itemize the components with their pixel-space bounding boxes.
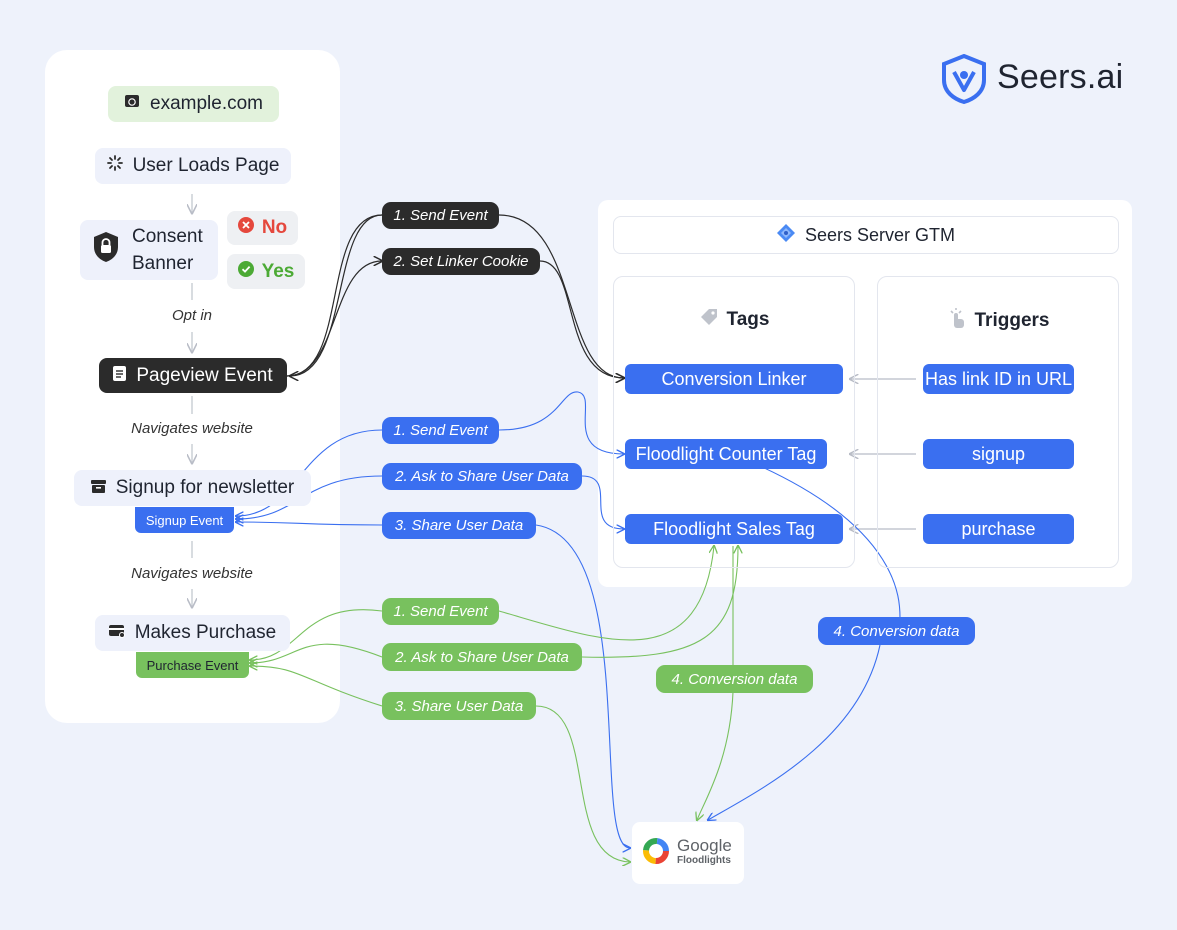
pointer-icon [947, 307, 967, 335]
blue-share-data-pill: 3. Share User Data [382, 512, 536, 539]
google-ring-icon [642, 837, 670, 870]
document-icon [113, 365, 127, 387]
user-loads-node: User Loads Page [95, 148, 291, 184]
triggers-column [877, 276, 1119, 568]
credit-card-icon [108, 622, 125, 644]
signup-node: Signup for newsletter [74, 470, 311, 506]
site-badge: example.com [108, 86, 279, 122]
blue-send-event-pill: 1. Send Event [382, 417, 499, 444]
blue-ask-share-pill: 2. Ask to Share User Data [382, 463, 582, 490]
pageview-event-node: Pageview Event [99, 358, 287, 393]
purchase-label: Makes Purchase [134, 622, 277, 643]
dark-set-linker-pill: 2. Set Linker Cookie [382, 248, 540, 275]
tags-header: Tags [613, 307, 855, 333]
tag-floodlight-sales[interactable]: Floodlight Sales Tag [625, 514, 843, 544]
consent-banner-node: Consent Banner [80, 220, 218, 280]
consent-label-1: Consent [132, 226, 203, 247]
google-floodlights-node: Google Floodlights [632, 822, 744, 884]
pageview-label: Pageview Event [136, 364, 273, 386]
google-name: Google [677, 836, 732, 855]
browser-icon [124, 93, 140, 115]
gtm-title: Seers Server GTM [804, 224, 956, 245]
dark-send-event-pill: 1. Send Event [382, 202, 499, 229]
site-label: example.com [150, 93, 263, 114]
navigates-label-1: Navigates website [131, 420, 253, 437]
yes-label: Yes [261, 260, 295, 282]
shield-icon [940, 53, 990, 105]
blue-conversion-pill: 4. Conversion data [818, 617, 975, 645]
gtm-header: Seers Server GTM [613, 216, 1119, 254]
lock-shield-icon [92, 231, 120, 269]
inbox-icon [90, 477, 106, 499]
check-circle-icon [237, 260, 254, 283]
trigger-purchase[interactable]: purchase [923, 514, 1074, 544]
gtm-diamond-icon [776, 223, 795, 247]
no-label: No [261, 217, 288, 238]
navigates-label-2: Navigates website [131, 565, 253, 582]
tag-floodlight-counter[interactable]: Floodlight Counter Tag [625, 439, 827, 469]
consent-no-option[interactable]: No [227, 211, 298, 245]
purchase-node: Makes Purchase [95, 615, 290, 651]
user-loads-label: User Loads Page [132, 155, 280, 176]
triggers-title: Triggers [974, 310, 1050, 331]
consent-label-2: Banner [132, 253, 194, 274]
signup-event-badge: Signup Event [135, 507, 234, 533]
green-conversion-pill: 4. Conversion data [656, 665, 813, 693]
x-circle-icon [237, 217, 254, 239]
loading-icon [106, 155, 123, 177]
trigger-signup[interactable]: signup [923, 439, 1074, 469]
opt-in-label: Opt in [171, 307, 213, 324]
google-product: Floodlights [677, 855, 731, 866]
trigger-has-link-id[interactable]: Has link ID in URL [923, 364, 1074, 394]
green-ask-share-pill: 2. Ask to Share User Data [382, 643, 582, 671]
tag-conversion-linker[interactable]: Conversion Linker [625, 364, 843, 394]
triggers-header: Triggers [877, 307, 1119, 335]
brand-name: Seers.ai [997, 58, 1124, 96]
signup-label: Signup for newsletter [115, 477, 295, 498]
green-send-event-pill: 1. Send Event [382, 598, 499, 625]
tag-icon [699, 307, 719, 333]
tags-column [613, 276, 855, 568]
green-share-data-pill: 3. Share User Data [382, 692, 536, 720]
purchase-event-badge: Purchase Event [136, 652, 249, 678]
consent-yes-option[interactable]: Yes [227, 254, 305, 289]
tags-title: Tags [726, 309, 770, 330]
